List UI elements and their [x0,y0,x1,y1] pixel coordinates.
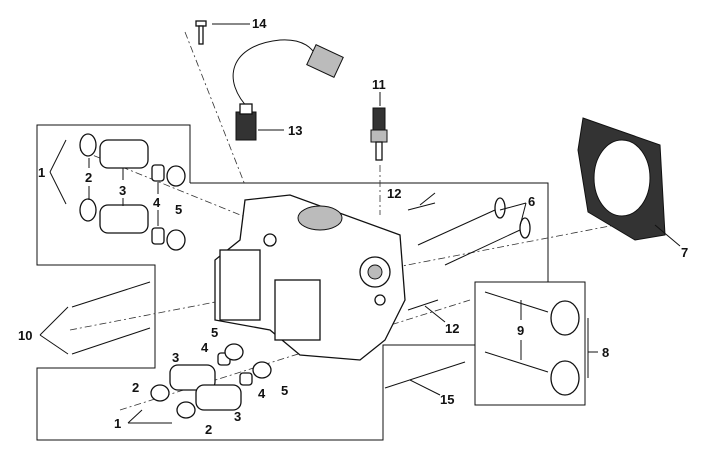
sensor-11 [370,107,388,161]
leader-lines [39,23,681,424]
callout-1-top: 1 [38,165,45,180]
callout-10: 10 [18,328,32,343]
bolt-15 [384,361,466,389]
callout-1-bottom: 1 [114,416,121,431]
callout-15: 15 [440,392,454,407]
callout-6: 6 [528,194,535,209]
callout-5-bottom: 5 [281,383,288,398]
callout-3-bottom: 3 [234,409,241,424]
temperature-sensor-13 [232,39,344,141]
callout-4-top: 4 [153,195,161,210]
callout-2-bottom: 2 [205,422,212,437]
group-outline-main [190,182,586,406]
callout-4-mid: 4 [201,340,209,355]
cylinder-head [214,194,406,361]
callout-3-mid: 3 [172,350,179,365]
callout-9: 9 [517,323,524,338]
group-outline-left [36,124,475,441]
callout-14: 14 [252,16,267,31]
head-gasket-7 [577,117,666,241]
callout-12-bottom: 12 [445,321,459,336]
callout-12-top: 12 [387,186,401,201]
valves-6 [417,197,531,266]
callout-labels: 14 13 11 12 6 7 1 2 3 4 5 10 12 9 8 5 4 … [18,16,688,437]
callout-2-mid: 2 [132,380,139,395]
callout-5-mid: 5 [211,325,218,340]
bolt-10b [71,327,151,355]
valve-guide-12 [407,202,436,211]
bolt-10a [71,281,151,308]
callout-13: 13 [288,123,302,138]
callout-4-bottom: 4 [258,386,266,401]
callout-2-top: 2 [85,170,92,185]
upper-valve-spring-set [79,133,186,251]
callout-3-top: 3 [119,183,126,198]
valve-guide-12b [407,299,439,311]
callout-7: 7 [681,245,688,260]
valves-9 [484,291,580,396]
lower-valve-spring-set [150,343,272,419]
callout-11: 11 [372,77,386,92]
callout-5-top: 5 [175,202,182,217]
callout-8: 8 [602,345,609,360]
bolt-14 [195,20,207,45]
